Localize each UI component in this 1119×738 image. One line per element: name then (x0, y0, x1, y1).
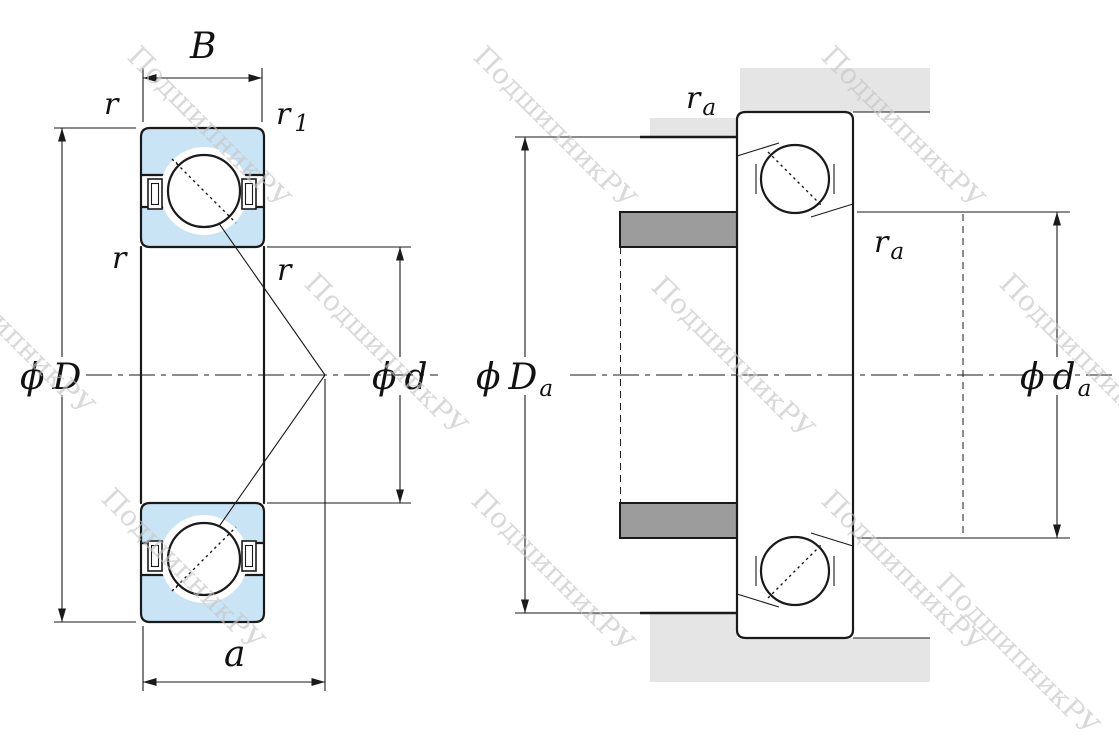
dim-label-housing-fillet-ra: ra (686, 81, 716, 121)
watermark-text: ПодшипникРУ (467, 40, 643, 216)
watermark-text: ПодшипникРУ (298, 267, 474, 443)
ring-split-line (810, 203, 854, 218)
cage-bottom (147, 540, 257, 572)
dim-label-pressure-center-a: a (224, 634, 245, 675)
contact-axis-dotted (767, 543, 823, 599)
dim-label-fillet-r-top-left: r (104, 87, 120, 122)
dim-label-fillet-r-inner-right: r (277, 253, 293, 288)
bearing-top-section-outline (735, 110, 855, 249)
housing-bottom (650, 613, 930, 682)
watermark-text: ПодшипникРУ (465, 484, 641, 660)
cage-top (147, 178, 257, 210)
watermark-text: ПодшипникРУ (645, 270, 821, 446)
dim-label-shaft-fillet-ra: ra (874, 225, 904, 265)
watermark-text: ПодшипникРУ (815, 484, 991, 660)
shaft-shoulder-bottom (619, 502, 738, 539)
dim-label-width-B: B (189, 26, 216, 67)
ring-split-line (736, 142, 780, 157)
watermark-text: ПодшипникРУ (0, 247, 101, 423)
bearing-bottom-section-outline (735, 501, 855, 640)
watermark-text: ПодшипникРУ (815, 40, 991, 216)
label-notch (650, 68, 740, 118)
dim-label-fillet-r-inner-left: r (112, 241, 128, 276)
contact-axis-dotted (767, 151, 823, 207)
ring-split-line (736, 593, 780, 608)
watermark-text: ПодшипникРУ (930, 567, 1106, 738)
shaft-shoulder-top (619, 211, 738, 248)
ring-split-line (810, 532, 854, 547)
watermark-text: ПодшипникРУ (993, 267, 1119, 443)
